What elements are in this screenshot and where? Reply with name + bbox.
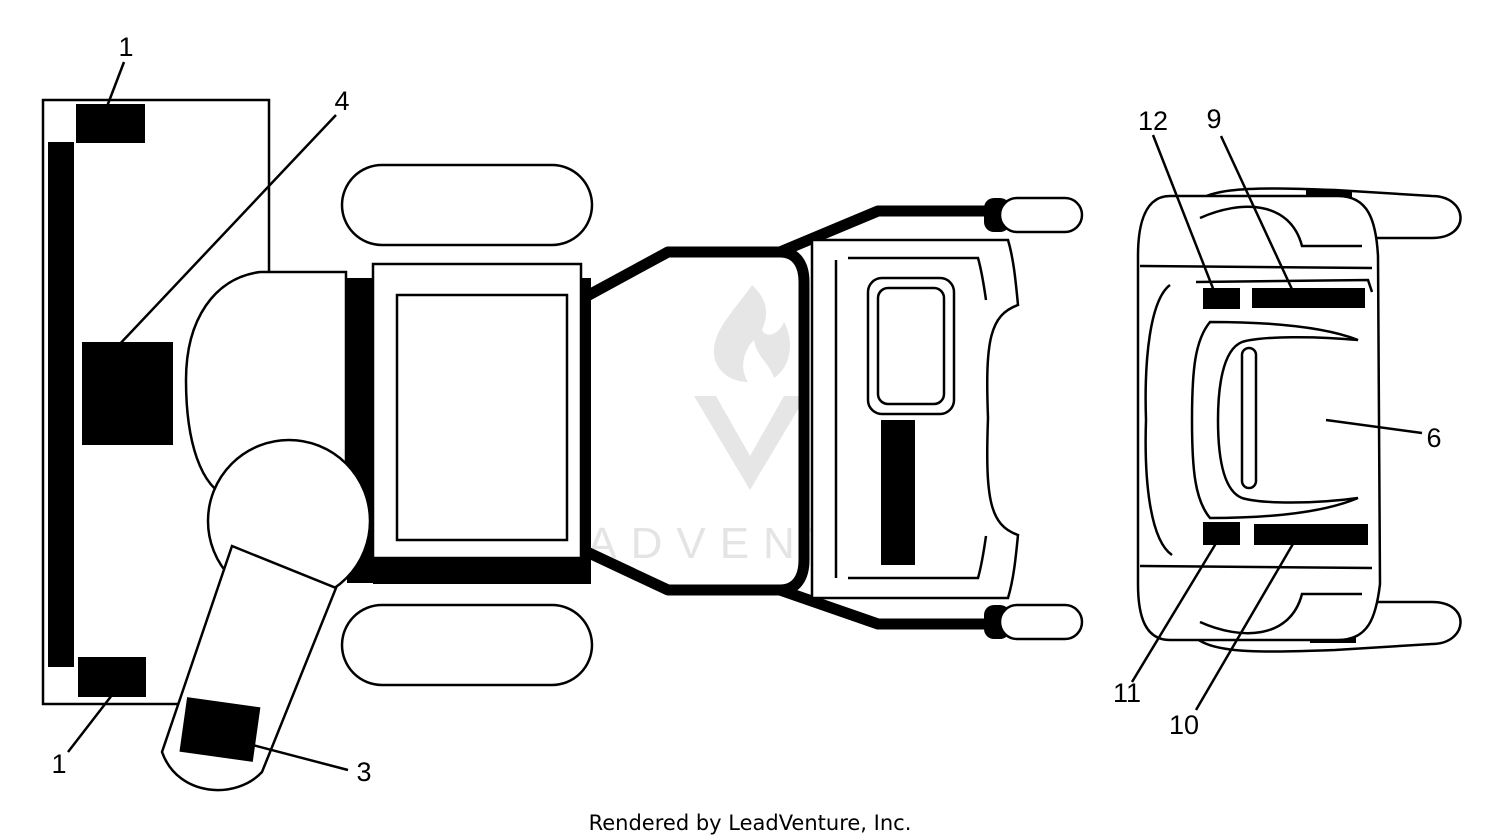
bagger-chute [160,438,372,792]
decal-12 [1203,288,1240,309]
callout-3: 3 [356,757,371,787]
operator-console [810,238,1020,600]
leader-lines [67,61,1423,772]
seat [371,262,583,560]
rear-deck-stripe [48,142,74,667]
decal-1-bottom [78,657,146,697]
rear-wheel-top [340,163,594,247]
callout-1-top: 1 [118,32,133,62]
handle-grips [984,196,1084,641]
watermark-flame-icon [713,285,790,382]
callout-12: 12 [1138,106,1168,136]
decal-9 [1252,288,1365,308]
callout-9: 9 [1206,104,1221,134]
callout-11: 11 [1113,678,1141,708]
callout-6: 6 [1426,423,1441,453]
footer-caption: Rendered by LeadVenture, Inc. [589,811,912,835]
decal-4 [82,342,173,445]
front-view [1136,187,1462,653]
decal-1-top [76,104,145,143]
decal-3 [179,697,261,762]
rear-deck [41,98,271,706]
callout-10: 10 [1169,710,1199,740]
decal-10 [1254,524,1368,545]
decal-11 [1203,522,1240,545]
callout-4: 4 [334,86,349,116]
callout-1-bottom: 1 [51,749,66,779]
watermark-v-logo-icon [694,396,806,490]
callout-labels: 1 4 1 3 12 9 6 11 10 [51,32,1441,787]
rear-wheel-bottom [340,603,594,687]
